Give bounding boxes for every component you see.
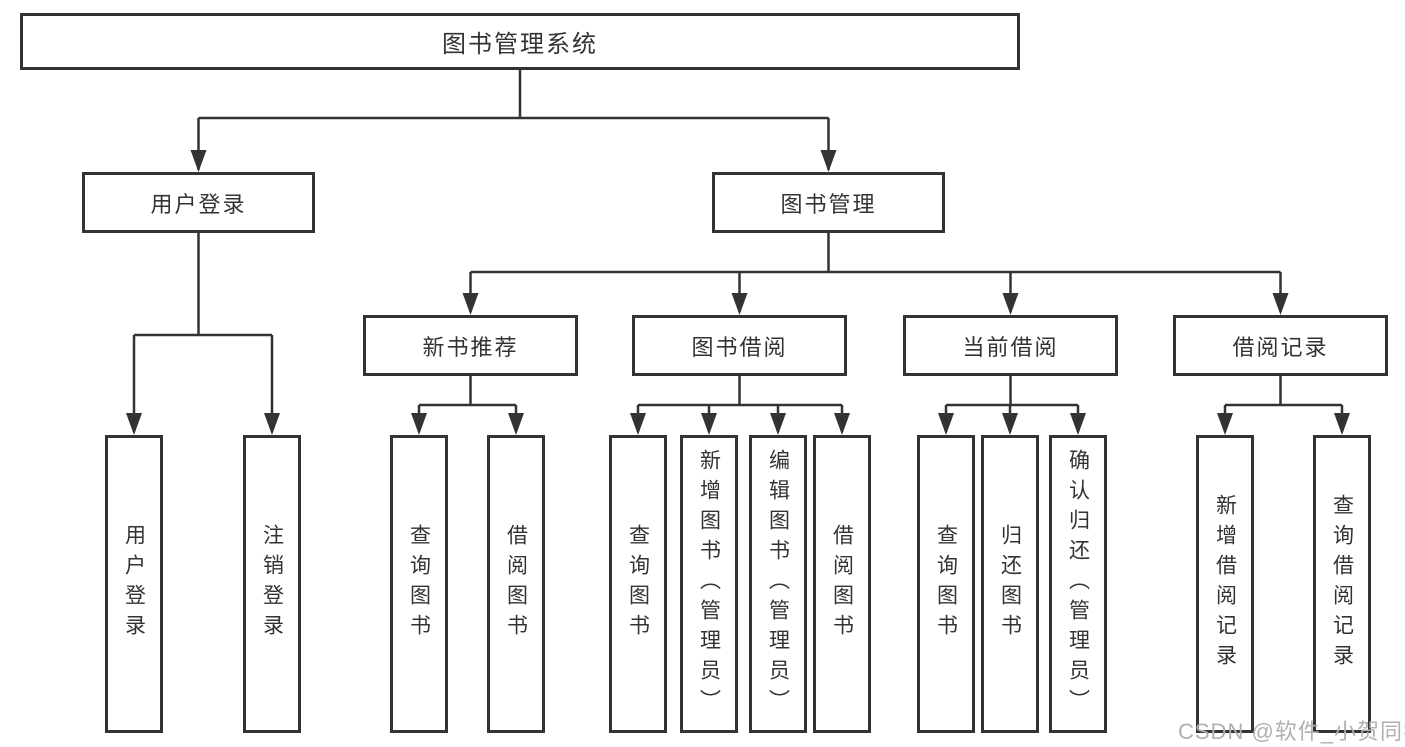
arrow-down-icon (1334, 413, 1350, 435)
leaf-return-books: 归还图书 (981, 435, 1039, 733)
leaf-borrow-books-recommend: 借阅图书 (487, 435, 545, 733)
arrow-down-icon (770, 413, 786, 435)
arrow-down-icon (834, 413, 850, 435)
node-book-borrowing: 图书借阅 (632, 315, 847, 376)
leaf-query-books-borrowing: 查询图书 (609, 435, 667, 733)
arrow-down-icon (938, 413, 954, 435)
leaf-borrow-books-borrowing: 借阅图书 (813, 435, 871, 733)
node-new-book-recommendation: 新书推荐 (363, 315, 578, 376)
arrow-down-icon (411, 413, 427, 435)
node-library-system-root: 图书管理系统 (20, 13, 1020, 70)
arrow-down-icon (630, 413, 646, 435)
arrow-down-icon (126, 413, 142, 435)
arrow-down-icon (190, 150, 207, 172)
arrow-down-icon (1002, 293, 1019, 315)
arrow-down-icon (1002, 413, 1018, 435)
leaf-edit-books-admin: 编辑图书（管理员） (749, 435, 807, 733)
leaf-query-books-recommend: 查询图书 (390, 435, 448, 733)
leaf-query-books-current: 查询图书 (917, 435, 975, 733)
arrow-down-icon (508, 413, 524, 435)
csdn-watermark: CSDN @软件_小贺同学 (1178, 719, 1405, 744)
arrow-down-icon (1272, 293, 1289, 315)
arrow-down-icon (1217, 413, 1233, 435)
node-current-borrowing: 当前借阅 (903, 315, 1118, 376)
node-book-management: 图书管理 (712, 172, 945, 233)
leaf-user-login: 用户登录 (105, 435, 163, 733)
arrow-down-icon (264, 413, 280, 435)
arrow-down-icon (731, 293, 748, 315)
arrow-down-icon (462, 293, 479, 315)
arrowheads (126, 150, 1350, 435)
arrow-down-icon (1070, 413, 1086, 435)
leaf-add-borrow-record: 新增借阅记录 (1196, 435, 1254, 733)
node-user-login: 用户登录 (82, 172, 315, 233)
arrow-down-icon (820, 150, 837, 172)
node-borrowing-records: 借阅记录 (1173, 315, 1388, 376)
leaf-confirm-return-admin: 确认归还（管理员） (1049, 435, 1107, 733)
leaf-query-borrow-record: 查询借阅记录 (1313, 435, 1371, 733)
leaf-add-books-admin: 新增图书（管理员） (680, 435, 738, 733)
leaf-logout: 注销登录 (243, 435, 301, 733)
arrow-down-icon (701, 413, 717, 435)
